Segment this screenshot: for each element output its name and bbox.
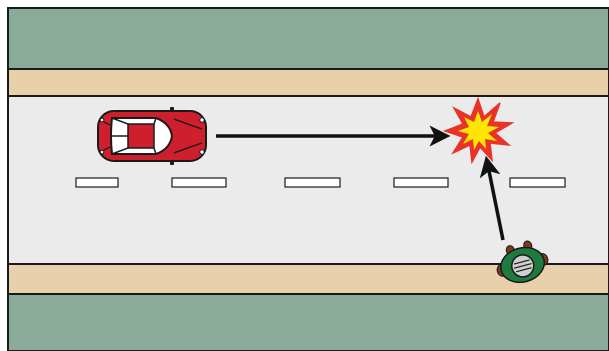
impact-starburst-icon [442, 96, 515, 165]
lane-markings [75, 177, 566, 188]
sidewalk-top [7, 68, 609, 97]
lane-dash [75, 177, 119, 188]
lane-dash [509, 177, 566, 188]
car-top-view-icon [97, 107, 207, 165]
lane-dash [393, 177, 449, 188]
lane-dash [284, 177, 341, 188]
lane-dash [171, 177, 227, 188]
pedestrian-top-view-icon [496, 240, 549, 284]
pedestrian-path-arrow [479, 155, 505, 241]
grass-bottom [7, 293, 609, 351]
grass-top [7, 7, 609, 70]
